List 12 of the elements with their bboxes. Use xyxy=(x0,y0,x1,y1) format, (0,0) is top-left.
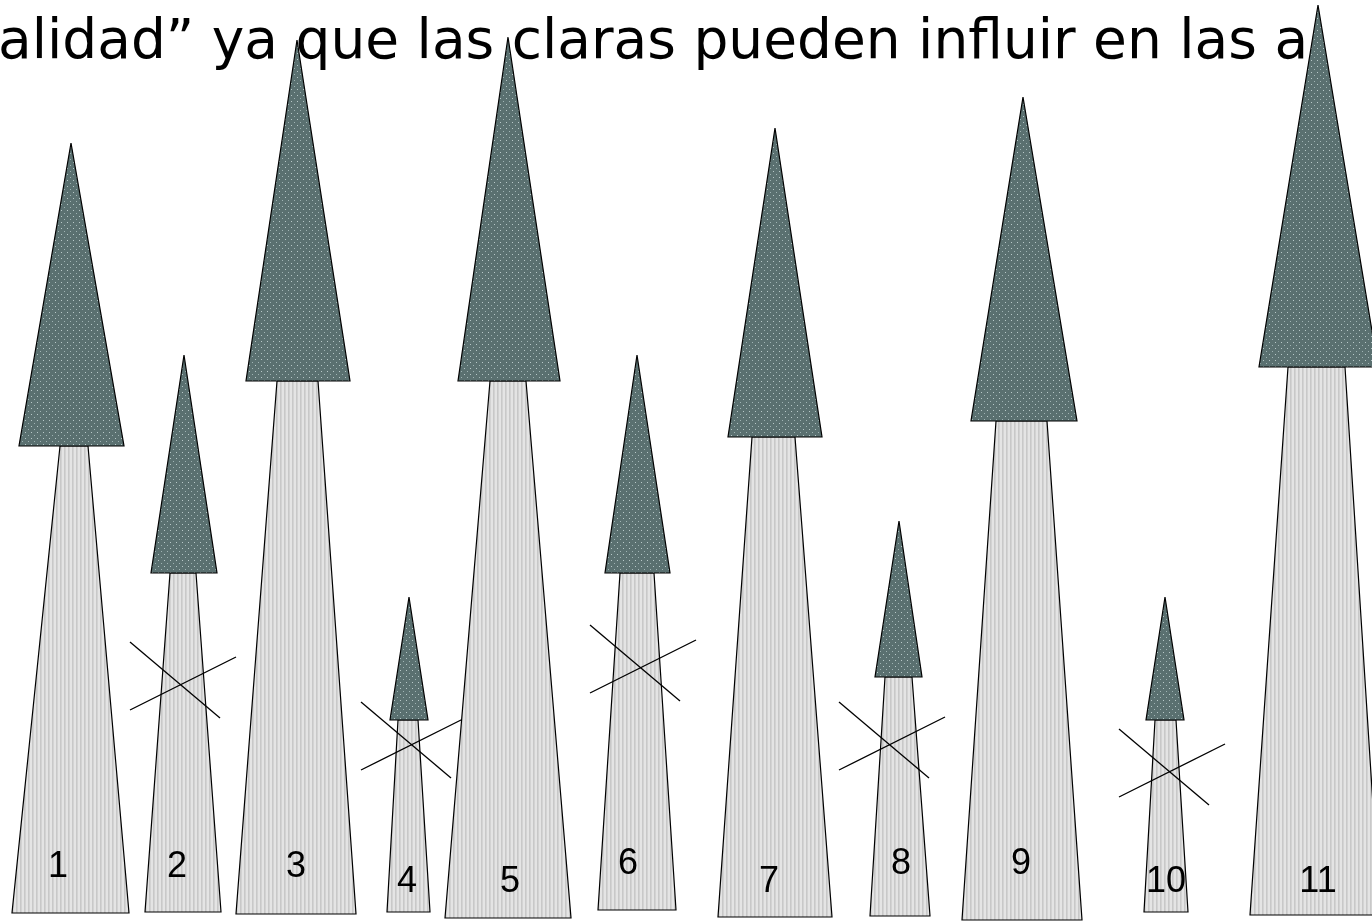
tree-number: 2 xyxy=(167,847,187,883)
tree-number: 7 xyxy=(759,862,779,898)
tree-number: 11 xyxy=(1299,862,1337,898)
tree-number: 10 xyxy=(1146,862,1186,898)
tree-number: 4 xyxy=(397,862,417,898)
tree-number: 1 xyxy=(48,847,68,883)
tree-number: 3 xyxy=(286,847,306,883)
tree-number: 9 xyxy=(1011,844,1031,880)
heading-text: alidad” ya que las claras pueden influir en las a xyxy=(0,6,1309,73)
tree-number: 6 xyxy=(618,844,638,880)
tree-number: 8 xyxy=(891,844,911,880)
tree-number: 5 xyxy=(500,862,520,898)
